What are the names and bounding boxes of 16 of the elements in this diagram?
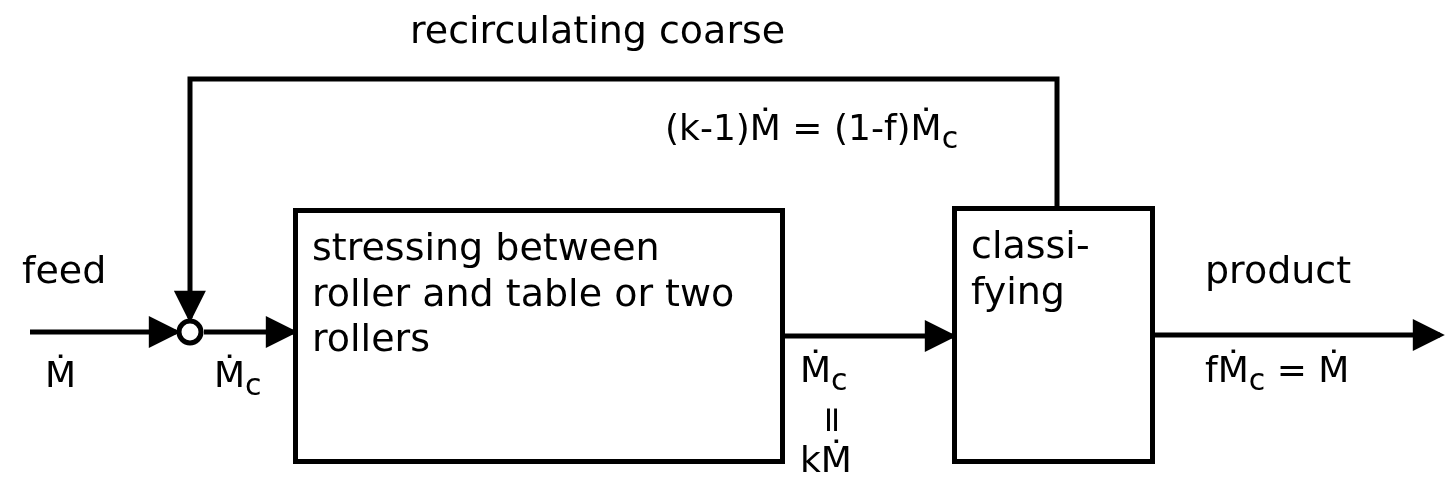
process-text: classi- fying bbox=[970, 222, 1091, 315]
process-box bbox=[293, 208, 785, 464]
process-box bbox=[952, 206, 1155, 464]
flow-equation: fṀ$_{c}$ = Ṁ bbox=[1205, 350, 1350, 397]
edge-label: recirculating coarse bbox=[410, 10, 786, 52]
arrow bbox=[1155, 319, 1445, 352]
flow-label: Ṁ bbox=[45, 355, 77, 395]
process-text: stressing between roller and table or two rollers bbox=[311, 224, 736, 363]
flow-label: Ṁ$_{c}$ bbox=[214, 355, 262, 402]
equals-sign: = bbox=[813, 404, 853, 435]
flow-label: kṀ bbox=[800, 440, 852, 480]
flow-equation: (k-1)Ṁ = (1-f)Ṁ$_{c}$ bbox=[665, 108, 959, 155]
flow-label: Ṁ$_{c}$ bbox=[800, 350, 848, 397]
edge-label: feed bbox=[22, 250, 107, 292]
edge-label: product bbox=[1205, 250, 1352, 292]
mixing-junction bbox=[176, 318, 204, 346]
